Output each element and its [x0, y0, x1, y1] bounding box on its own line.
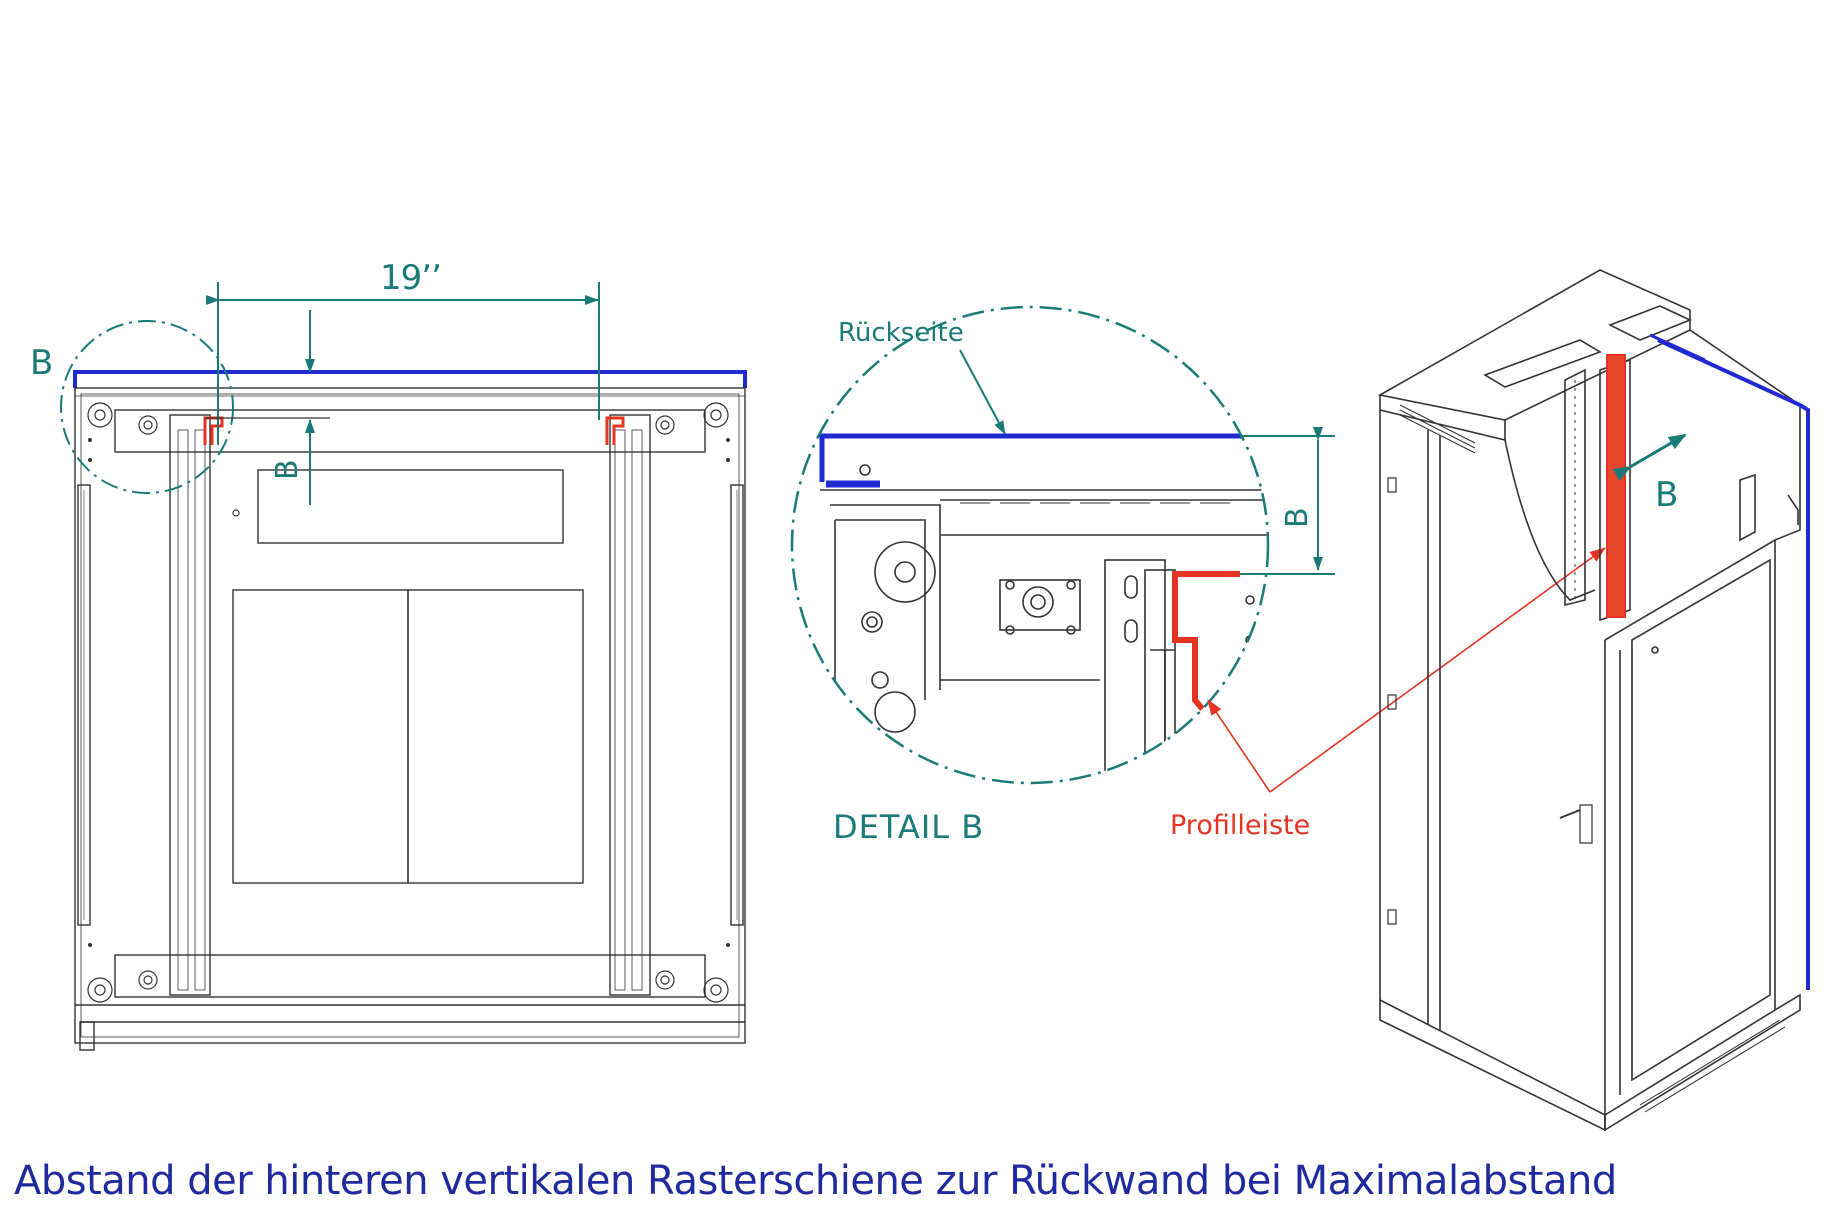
detail-circle-marker — [60, 320, 234, 494]
dimension-19-label: 19’’ — [380, 258, 442, 298]
direction-b-label: B — [1655, 475, 1679, 515]
dimension-b-detail-label: B — [1280, 507, 1315, 528]
dimension-b-top-label: B — [270, 459, 305, 480]
detail-marker-label: B — [30, 343, 54, 383]
dimension-19-inch — [206, 282, 600, 445]
figure-caption: Abstand der hinteren vertikalen Rastersc… — [14, 1158, 1617, 1204]
detail-title: DETAIL B — [833, 808, 985, 846]
dimension-b-top-view — [205, 310, 330, 505]
profilleiste-label: Profilleiste — [1170, 810, 1311, 841]
cabinet-isometric — [1377, 269, 1810, 1132]
rueckseite-label: Rückseite — [838, 318, 964, 348]
top-view-drawing — [73, 370, 747, 1051]
detail-b-drawing — [790, 305, 1606, 793]
